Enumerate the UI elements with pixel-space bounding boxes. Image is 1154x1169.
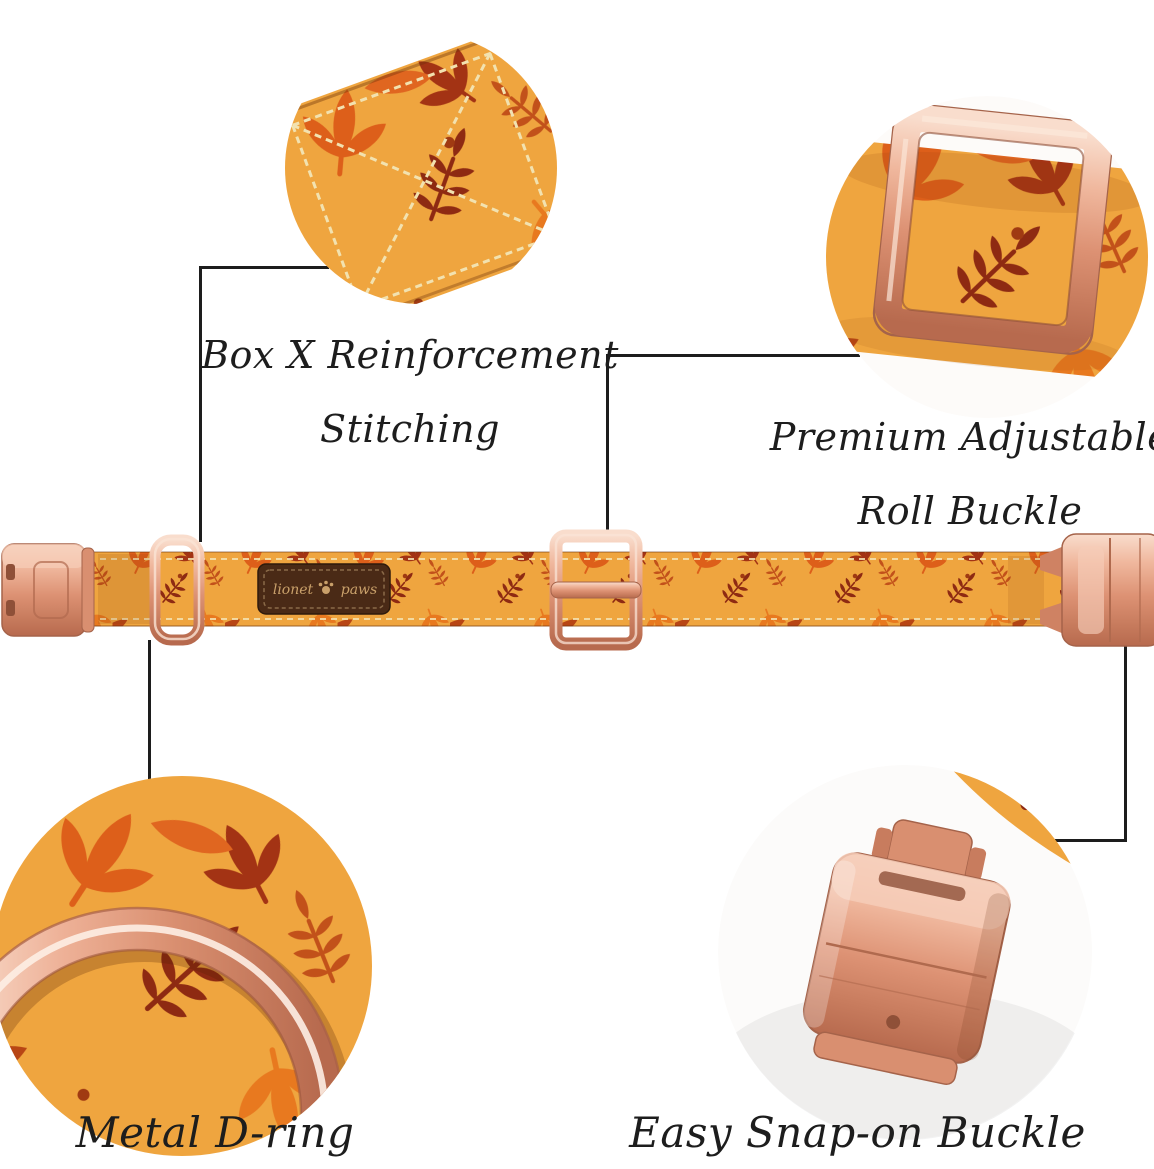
connector-d-ring-vertical [148, 640, 151, 780]
connector-roll-buckle-vertical [606, 354, 609, 536]
connector-stitching-vertical [199, 266, 202, 542]
roll-buckle-detail-photo [826, 96, 1148, 418]
brand-tag-text-right: paws [341, 582, 377, 598]
roll-buckle-caption-line2: Roll Buckle [857, 489, 1083, 534]
connector-snap-buckle-horizontal [1055, 839, 1127, 842]
connector-stitching-horizontal [199, 266, 329, 269]
paw-icon [318, 580, 334, 594]
roll-buckle-caption-line1: Premium Adjustable [769, 415, 1154, 459]
left-release-buckle [1, 543, 95, 637]
d-ring-detail-photo [0, 776, 372, 1156]
connector-roll-buckle-horizontal [606, 354, 860, 357]
collar-photo: lionet paws [0, 528, 1154, 652]
slide-adjuster [549, 529, 643, 651]
snap-buckle-detail-photo [718, 765, 1093, 1140]
d-ring-caption: Metal D-ring [35, 1108, 395, 1158]
roll-buckle-caption: Premium Adjustable Roll Buckle [745, 400, 1154, 548]
stitching-caption: Box X Reinforcement Stitching [175, 318, 645, 466]
brand-tag-text-left: lionet [273, 582, 314, 598]
snap-buckle-caption: Easy Snap-on Buckle [600, 1108, 1115, 1158]
metal-loop [149, 534, 205, 646]
connector-snap-buckle-vertical [1124, 644, 1127, 842]
brand-tag: lionet paws [257, 563, 391, 615]
right-release-buckle [1040, 533, 1154, 647]
snap-buckle-caption-label: Easy Snap-on Buckle [629, 1108, 1086, 1157]
stitching-caption-line2: Stitching [320, 407, 500, 452]
stitching-detail-photo [285, 32, 557, 304]
roll-buckle-closeup [826, 103, 1148, 381]
snap-buckle-closeup [802, 819, 1011, 1086]
stitching-caption-line1: Box X Reinforcement [201, 333, 619, 377]
d-ring-caption-label: Metal D-ring [75, 1108, 355, 1157]
